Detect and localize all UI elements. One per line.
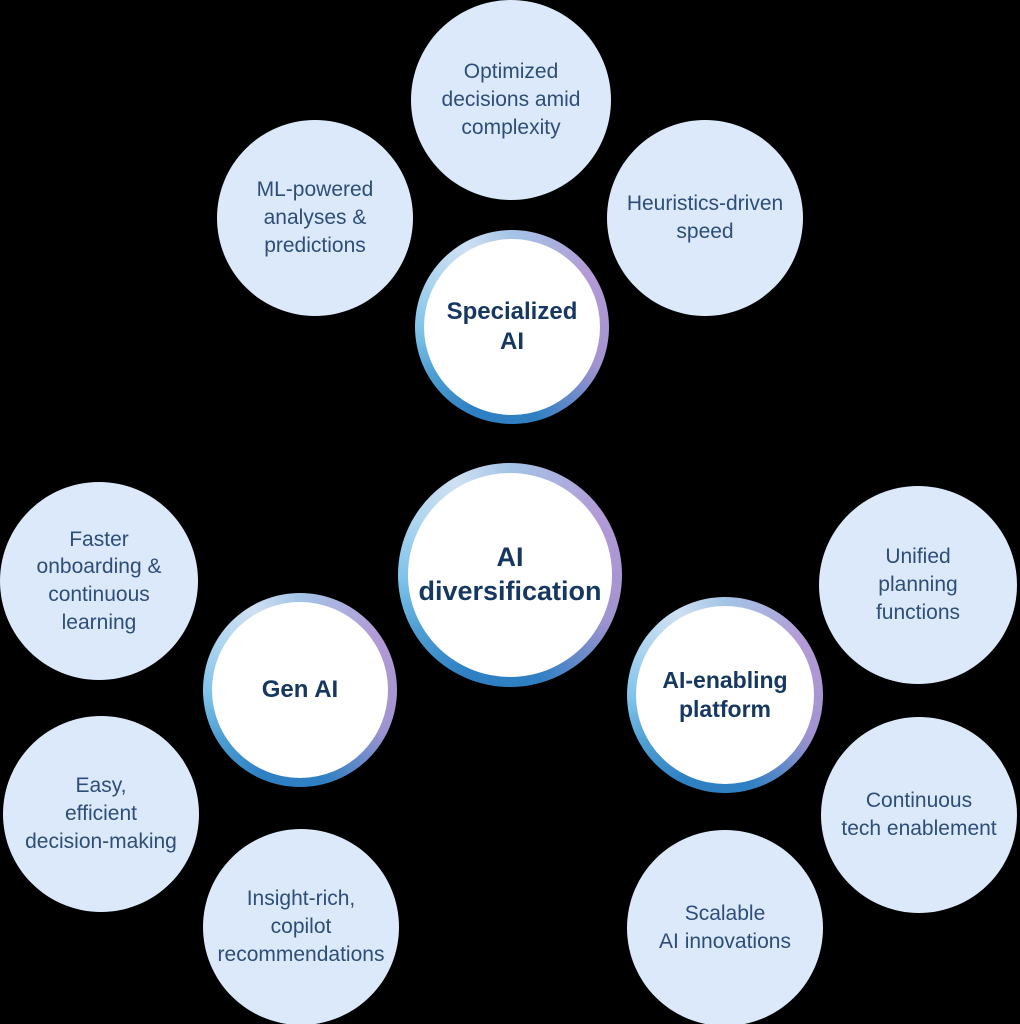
node-label: Heuristics-driven speed (626, 192, 784, 243)
node-specialized-ai: Specialized AI (415, 230, 609, 424)
node-continuous-tech-enablement: Continuous tech enablement (821, 717, 1017, 913)
node-ai-enabling-platform: AI-enabling platform (627, 597, 823, 793)
node-unified-planning-functions: Unified planning functions (819, 486, 1017, 684)
node-label: Easy, efficient decision-making (25, 774, 177, 853)
node-label: AI-enabling platform (662, 667, 788, 722)
node-label: ML-powered analyses & predictions (256, 178, 374, 257)
node-label: Specialized AI (446, 298, 578, 355)
node-label: Unified planning functions (875, 545, 961, 624)
node-gen-ai: Gen AI (203, 593, 397, 787)
node-faster-onboarding: Faster onboarding & continuous learning (0, 482, 198, 680)
node-label: Scalable AI innovations (659, 902, 791, 953)
node-label: Insight-rich, copilot recommendations (217, 887, 385, 966)
node-label: Gen AI (261, 676, 339, 703)
node-scalable-ai-innovations: Scalable AI innovations (627, 830, 823, 1024)
node-ml-powered-analyses: ML-powered analyses & predictions (217, 120, 413, 316)
node-label: Continuous tech enablement (841, 789, 997, 840)
node-label: AI diversification (418, 542, 602, 606)
node-easy-efficient-decision-making: Easy, efficient decision-making (3, 716, 199, 912)
node-label: Optimized decisions amid complexity (441, 60, 581, 139)
node-heuristics-driven-speed: Heuristics-driven speed (607, 120, 803, 316)
node-insight-rich-copilot: Insight-rich, copilot recommendations (203, 829, 399, 1024)
node-optimized-decisions: Optimized decisions amid complexity (411, 0, 611, 200)
node-label: Faster onboarding & continuous learning (36, 527, 162, 634)
node-ai-diversification: AI diversification (398, 463, 622, 687)
